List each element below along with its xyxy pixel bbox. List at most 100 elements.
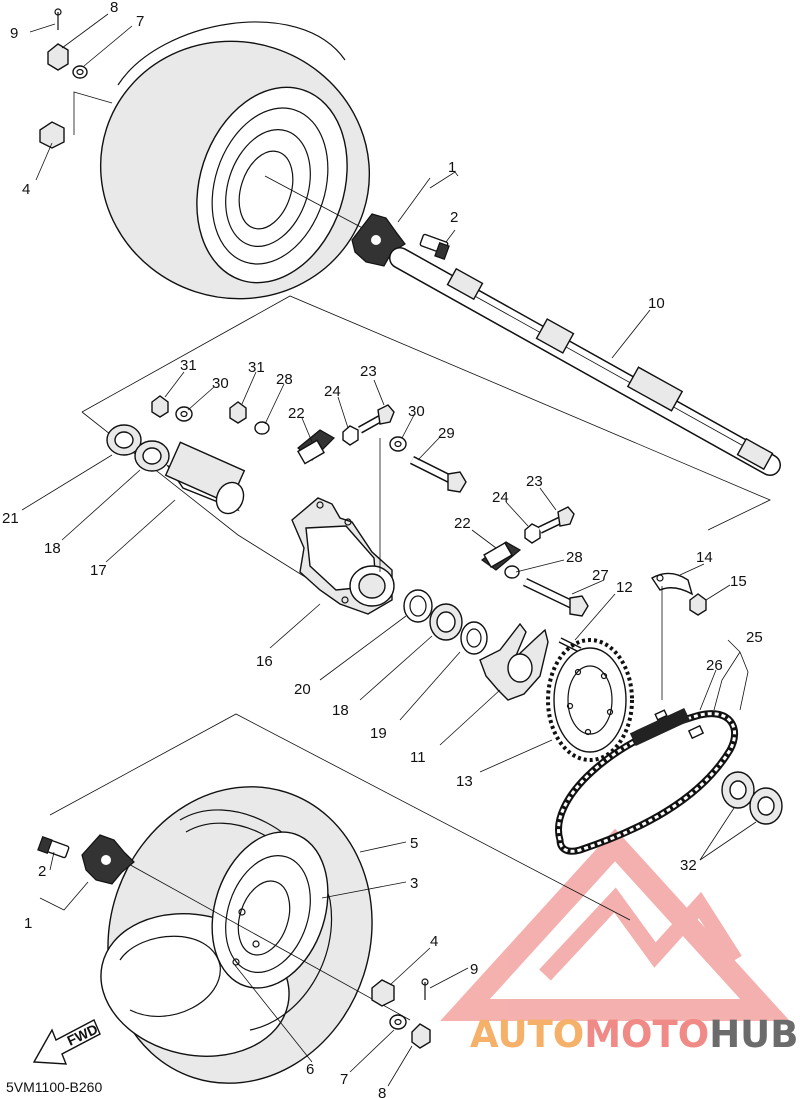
- watermark-triangle-logo: [440, 828, 790, 1021]
- washer-28-left: [254, 421, 270, 435]
- watermark-auto: AUTO: [470, 1013, 584, 1056]
- locknut-24-right: [524, 523, 541, 544]
- callout-26: 26: [706, 657, 723, 674]
- bolt-23-right: [538, 506, 575, 534]
- callout-labels: 9 8 7 4 1 2 10 31 30 31 28 23 24 22 30 2…: [2, 0, 763, 1098]
- washer-30-right: [389, 436, 407, 452]
- watermark-text: AUTOMOTOHUB: [470, 1013, 798, 1056]
- callout-20: 20: [294, 681, 311, 698]
- bearing-18-right: [429, 603, 463, 641]
- nut-15: [689, 593, 707, 616]
- wheel-hub-lower: [81, 834, 135, 885]
- pin-12: [558, 637, 582, 653]
- callout-22-left: 22: [288, 405, 305, 422]
- callout-10: 10: [648, 295, 665, 312]
- callout-19: 19: [370, 725, 387, 742]
- callout-16: 16: [256, 653, 273, 670]
- sprocket-hub-11: [479, 622, 549, 701]
- callout-5: 5: [410, 835, 418, 852]
- bearing-housing-16: [291, 497, 395, 615]
- callout-1-upper: 1: [448, 159, 456, 176]
- chain-guard-14: [650, 572, 694, 596]
- hub-bolt-upper: [419, 233, 450, 261]
- chain-joint-26: [629, 707, 705, 747]
- fwd-label: FWD: [65, 1021, 101, 1049]
- bolt-23-left: [358, 404, 395, 434]
- callout-9-lower: 9: [470, 961, 478, 978]
- callout-28-left: 28: [276, 371, 293, 388]
- nut-31-right: [229, 401, 247, 424]
- callout-30-left: 30: [212, 375, 229, 392]
- callout-23-left: 23: [360, 363, 377, 380]
- watermark-moto: MOTO: [584, 1013, 709, 1056]
- callout-1-lower: 1: [24, 915, 32, 932]
- callout-22-right: 22: [454, 515, 471, 532]
- castle-nut-upper: [47, 43, 69, 71]
- callout-18-right: 18: [332, 702, 349, 719]
- callout-21: 21: [2, 510, 19, 527]
- callout-2-upper: 2: [450, 209, 458, 226]
- rear-axle: [389, 247, 781, 476]
- rear-wheel-left: [100, 786, 373, 1084]
- callout-27: 27: [592, 567, 609, 584]
- cotter-pin-lower: [421, 978, 429, 1000]
- callout-32: 32: [680, 857, 697, 874]
- callout-28-right: 28: [566, 549, 583, 566]
- callout-7-lower: 7: [340, 1071, 348, 1088]
- bearing-18-left: [134, 440, 170, 472]
- washer-upper: [72, 65, 88, 79]
- callout-18-left: 18: [44, 540, 61, 557]
- oil-seal-20: [403, 589, 433, 623]
- rear-wheel-right: [99, 21, 371, 300]
- callout-23-right: 23: [526, 473, 543, 490]
- callout-4-lower: 4: [430, 933, 438, 950]
- axle-nut-lower: [371, 979, 395, 1007]
- callout-3: 3: [410, 875, 418, 892]
- callout-13: 13: [456, 773, 473, 790]
- callout-29: 29: [438, 425, 455, 442]
- cotter-pin-upper: [54, 8, 62, 30]
- callout-24-left: 24: [324, 383, 341, 400]
- callout-17: 17: [90, 562, 107, 579]
- diagram-code: 5VM1100-B260: [6, 1079, 102, 1095]
- callout-31-right: 31: [248, 359, 265, 376]
- axle-nut-upper: [39, 121, 65, 149]
- callout-7-upper: 7: [136, 13, 144, 30]
- callout-30-right: 30: [408, 403, 425, 420]
- washer-28-right: [504, 565, 520, 579]
- forward-arrow-icon: FWD: [32, 1019, 101, 1065]
- callout-15: 15: [730, 573, 747, 590]
- adjuster-22-left: [297, 429, 335, 465]
- callout-31-left: 31: [180, 357, 197, 374]
- callout-25: 25: [746, 629, 763, 646]
- callout-8-lower: 8: [378, 1085, 386, 1098]
- adjuster-22-right: [480, 541, 522, 571]
- callout-12: 12: [616, 579, 633, 596]
- nut-31-left: [151, 395, 169, 418]
- callout-9-upper: 9: [10, 25, 18, 42]
- leader-lines: [21, 13, 757, 1087]
- callout-11: 11: [410, 749, 426, 766]
- hub-bolt-lower: [37, 835, 70, 859]
- collar-17: [164, 441, 246, 515]
- callout-8-upper: 8: [110, 0, 118, 16]
- drive-chain-25: [555, 710, 739, 855]
- locknut-24-left: [342, 425, 359, 446]
- callout-6: 6: [306, 1061, 314, 1078]
- o-ring-32-right: [749, 787, 783, 825]
- sprocket-13: [546, 638, 634, 762]
- watermark-hub: HUB: [709, 1013, 798, 1056]
- callout-14: 14: [696, 549, 713, 566]
- callout-24-right: 24: [492, 489, 509, 506]
- oil-seal-19: [460, 621, 488, 655]
- callout-2-lower: 2: [38, 863, 46, 880]
- callout-4-upper: 4: [22, 181, 30, 198]
- washer-lower: [389, 1014, 407, 1030]
- o-ring-32-left: [721, 771, 755, 809]
- bolt-27: [523, 577, 589, 617]
- bearing-21: [106, 424, 142, 456]
- castle-nut-lower: [411, 1023, 431, 1049]
- washer-30-left: [175, 406, 193, 422]
- bolt-29: [409, 455, 467, 493]
